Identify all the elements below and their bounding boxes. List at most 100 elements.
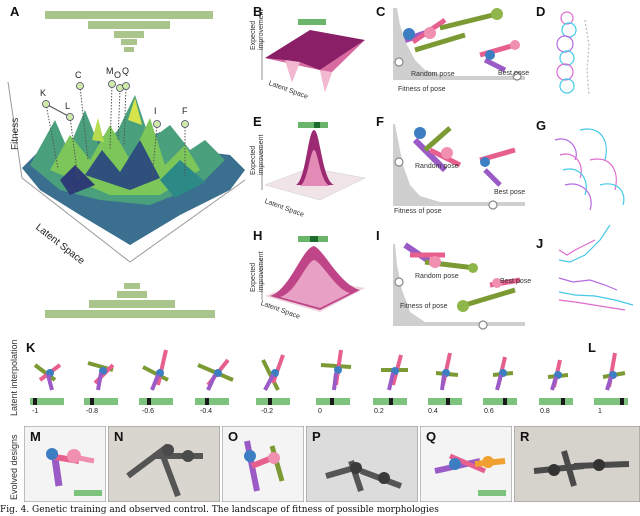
interp-tick-3: -0.4 <box>200 408 213 415</box>
landscape-axes <box>7 81 246 263</box>
interpolation-latent-bars <box>30 398 628 405</box>
interp-tick-10: 1 <box>598 408 602 415</box>
interp-tick-5: 0 <box>318 408 322 415</box>
panel-label-i: I <box>376 228 380 243</box>
evolved-design-n <box>108 426 220 502</box>
latent-bar-4 <box>256 398 290 405</box>
fitness-landscape-figure <box>7 11 246 318</box>
panel-label-q: Q <box>426 429 437 444</box>
interp-robot-7 <box>435 352 459 391</box>
evolved-design-m <box>24 426 106 502</box>
interp-tick-2: -0.6 <box>142 408 155 415</box>
landscape-point-label-q: Q <box>122 66 130 76</box>
landscape-surface <box>22 95 245 245</box>
pose-panel-c <box>393 8 525 81</box>
acquisition-plot-b <box>261 19 365 92</box>
interp-robot-5 <box>320 349 352 391</box>
panel-label-l: L <box>588 340 596 355</box>
interp-tick-7: 0.4 <box>428 408 438 415</box>
interp-tick-1: -0.8 <box>86 408 99 415</box>
figure-caption: Fig. 4. Genetic training and observed co… <box>0 505 439 515</box>
panel-label-a: A <box>10 4 20 19</box>
pose-f-random-label: Random pose <box>415 163 459 170</box>
bottom-latent-stack <box>45 283 215 318</box>
latent-interpolation-label: Latent interpolation <box>9 339 19 416</box>
landscape-point-markers <box>42 80 189 128</box>
acquisition-plots <box>261 19 366 312</box>
interp-robot-9 <box>547 359 569 391</box>
latent-bar-8 <box>483 398 517 405</box>
pose-c-random-label: Random pose <box>411 71 455 78</box>
interp-tick-9: 0.8 <box>540 408 550 415</box>
trajectory-d <box>556 11 590 96</box>
latent-bar-0 <box>30 398 64 405</box>
evolved-design-o <box>222 426 304 502</box>
pose-panel-i <box>393 242 525 330</box>
acquisition-plot-e <box>261 122 366 201</box>
interp-tick-4: -0.2 <box>261 408 274 415</box>
landscape-point-label-m: M <box>106 66 114 76</box>
latent-bar-3 <box>195 398 229 405</box>
landscape-point-label-f: F <box>182 106 188 116</box>
panel-label-r: R <box>520 429 530 444</box>
top-latent-stack <box>45 11 213 52</box>
panel-label-k: K <box>26 340 36 355</box>
fitness-axis-label: Fitness <box>10 117 21 150</box>
evolved-designs-label: Evolved designs <box>9 434 19 500</box>
pose-panel-f <box>393 124 525 210</box>
interp-robot-1 <box>87 361 115 391</box>
interp-robot-2 <box>142 349 169 391</box>
interp-tick-8: 0.6 <box>484 408 494 415</box>
latent-bar-1 <box>84 398 118 405</box>
pose-c-best-label: Best pose <box>498 70 530 77</box>
latent-bar-2 <box>139 398 173 405</box>
latent-bar-7 <box>428 398 462 405</box>
interp-robot-8 <box>492 356 514 391</box>
panel-label-m: M <box>30 429 41 444</box>
pose-i-fitness-label: Fitness of pose <box>400 303 448 310</box>
latent-bar-6 <box>373 398 407 405</box>
interp-robot-6 <box>381 354 408 391</box>
interp-tick-0: -1 <box>32 408 39 415</box>
pose-figures <box>393 8 525 330</box>
landscape-point-label-k: K <box>40 88 47 98</box>
panel-label-g: G <box>536 118 547 133</box>
panel-label-j: J <box>536 236 544 251</box>
panel-label-h: H <box>253 228 263 243</box>
latent-bar-10 <box>594 398 628 405</box>
landscape-point-label-l: L <box>65 101 71 111</box>
pose-c-fitness-label: Fitness of pose <box>398 86 446 93</box>
panel-label-n: N <box>114 429 124 444</box>
panel-label-f: F <box>376 114 384 129</box>
interpolation-robots <box>33 349 626 391</box>
panel-label-c: C <box>376 4 386 19</box>
interp-robot-10 <box>602 352 626 391</box>
trajectory-g <box>554 128 625 211</box>
evolved-design-r <box>514 426 640 502</box>
panel-label-p: P <box>312 429 321 444</box>
interp-robot-3 <box>197 358 234 391</box>
pose-f-fitness-label: Fitness of pose <box>394 208 442 215</box>
latent-bar-9 <box>539 398 573 405</box>
interp-tick-6: 0.2 <box>374 408 384 415</box>
latent-bar-5 <box>316 398 350 405</box>
evolved-design-p <box>306 426 418 502</box>
trajectory-j <box>558 224 634 311</box>
pose-i-random-label: Random pose <box>415 273 459 280</box>
landscape-point-droplines <box>45 83 186 181</box>
panel-label-d: D <box>536 4 546 19</box>
landscape-point-label-c: C <box>75 70 82 80</box>
evolved-design-q <box>420 426 512 502</box>
pose-f-best-label: Best pose <box>494 189 526 196</box>
trajectory-plots <box>554 11 634 311</box>
k-l-connector <box>45 103 71 118</box>
acquisition-plot-h <box>261 236 365 312</box>
panel-label-b: B <box>253 4 263 19</box>
panel-label-e: E <box>253 114 262 129</box>
interp-robot-4 <box>261 354 285 391</box>
panel-label-o: O <box>228 429 239 444</box>
landscape-point-label-i: I <box>154 106 157 116</box>
